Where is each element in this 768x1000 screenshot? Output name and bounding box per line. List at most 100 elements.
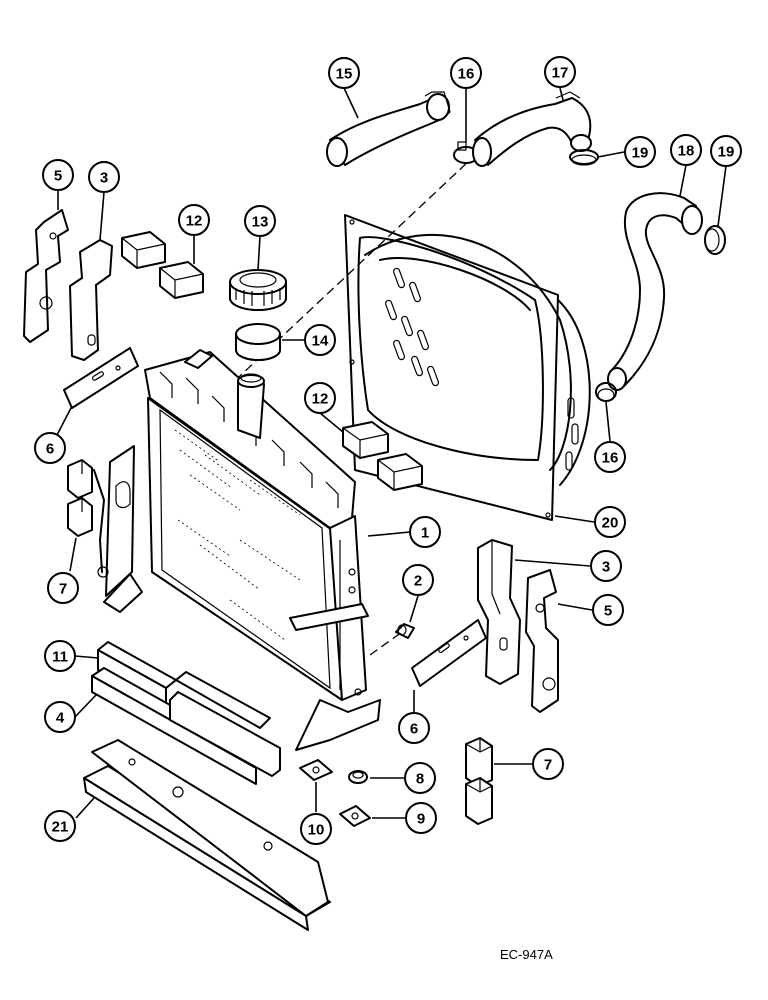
callout-17: 17 — [544, 56, 576, 88]
reference-code: EC-947A — [500, 947, 553, 962]
leader-lines — [55, 87, 727, 819]
insulation-pads-12-top — [121, 231, 204, 299]
callout-number: 8 — [416, 771, 424, 788]
base-plate-21 — [83, 739, 331, 931]
mounting-bracket-5-right — [525, 569, 559, 713]
callout-number: 9 — [417, 811, 425, 828]
callout-7: 7 — [532, 748, 564, 780]
callout-circle — [304, 382, 336, 414]
callout-7: 7 — [47, 572, 79, 604]
callout-circle — [328, 57, 360, 89]
callout-number: 3 — [602, 559, 610, 576]
callout-20: 20 — [594, 506, 626, 538]
callout-circle — [710, 135, 742, 167]
callout-10: 10 — [300, 813, 332, 845]
callout-circle — [44, 701, 76, 733]
nut-10 — [299, 759, 333, 781]
callout-circle — [405, 802, 437, 834]
callout-12: 12 — [304, 382, 336, 414]
callout-circle — [44, 810, 76, 842]
callout-circle — [594, 506, 626, 538]
drain-alignment-line — [369, 631, 403, 656]
lower-hose-18 — [607, 192, 703, 391]
callout-number: 7 — [544, 757, 552, 774]
callout-8: 8 — [404, 762, 436, 794]
callout-number: 6 — [46, 441, 54, 458]
callout-circle — [544, 56, 576, 88]
hose-clamp-19-right — [704, 225, 726, 255]
mounting-strip-6-right — [411, 619, 487, 687]
callout-circle — [304, 324, 336, 356]
callout-15: 15 — [328, 57, 360, 89]
callout-16: 16 — [594, 441, 626, 473]
callout-circle — [402, 564, 434, 596]
callout-number: 15 — [336, 66, 353, 83]
callout-number: 7 — [59, 581, 67, 598]
callout-4: 4 — [44, 701, 76, 733]
hose-clamp-16-lower — [595, 382, 617, 402]
callout-circle — [88, 161, 120, 193]
callout-5: 5 — [592, 594, 624, 626]
mounting-bracket-5-left — [23, 209, 69, 343]
callout-circle — [178, 204, 210, 236]
radiator-1 — [103, 349, 381, 751]
callout-16: 16 — [450, 57, 482, 89]
callout-circle — [532, 748, 564, 780]
callout-number: 21 — [52, 819, 69, 836]
callout-number: 18 — [678, 143, 695, 160]
callout-circle — [47, 572, 79, 604]
callout-circle — [409, 516, 441, 548]
callout-circle — [624, 136, 656, 168]
insulation-pads-12-mid — [342, 421, 423, 491]
callout-13: 13 — [244, 205, 276, 237]
bottom-strip-4 — [91, 667, 281, 785]
callout-number: 20 — [602, 515, 619, 532]
callout-circle — [244, 205, 276, 237]
callout-number: 3 — [100, 170, 108, 187]
callout-18: 18 — [670, 134, 702, 166]
callout-number: 12 — [312, 391, 329, 408]
callout-circle — [590, 550, 622, 582]
callout-14: 14 — [304, 324, 336, 356]
callout-number: 16 — [458, 66, 475, 83]
callout-circle — [592, 594, 624, 626]
callout-circle — [42, 159, 74, 191]
callout-19: 19 — [624, 136, 656, 168]
pads-7-right — [465, 737, 493, 825]
cap-8 — [348, 770, 368, 784]
callout-circle — [594, 441, 626, 473]
callout-number: 11 — [52, 649, 68, 666]
callout-number: 19 — [718, 144, 735, 161]
callout-circle — [44, 640, 76, 672]
callout-1: 1 — [409, 516, 441, 548]
callout-number: 4 — [56, 710, 65, 727]
callout-circle — [34, 432, 66, 464]
callout-6: 6 — [34, 432, 66, 464]
callout-12: 12 — [178, 204, 210, 236]
callout-3: 3 — [590, 550, 622, 582]
callout-6: 6 — [398, 712, 430, 744]
callout-21: 21 — [44, 810, 76, 842]
shroud-slots — [385, 267, 579, 471]
callout-circle — [404, 762, 436, 794]
callout-number: 17 — [552, 65, 569, 82]
callout-circle — [670, 134, 702, 166]
callout-circle — [398, 712, 430, 744]
upper-hose-17 — [472, 91, 592, 167]
callout-number: 14 — [312, 333, 329, 350]
pads-7-left — [67, 459, 109, 578]
nut-9 — [339, 805, 371, 827]
support-bracket-3-left — [69, 239, 113, 361]
callout-number: 6 — [410, 721, 418, 738]
cap-seal-14 — [235, 323, 281, 361]
callout-2: 2 — [402, 564, 434, 596]
callout-number: 2 — [414, 573, 422, 590]
callout-19: 19 — [710, 135, 742, 167]
callout-circle — [450, 57, 482, 89]
fan-shroud-20 — [344, 214, 591, 521]
callout-number: 12 — [186, 213, 203, 230]
radiator-cap-13 — [229, 269, 287, 311]
callout-9: 9 — [405, 802, 437, 834]
callout-11: 11 — [44, 640, 76, 672]
